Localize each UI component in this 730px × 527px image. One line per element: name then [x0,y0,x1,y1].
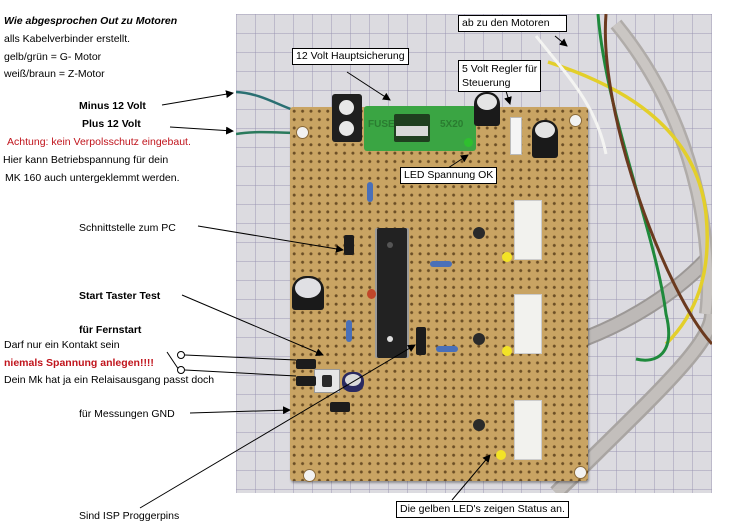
voltage-regulator [510,117,522,155]
notes-line-2: gelb/grün = G- Motor [4,51,102,63]
capacitor-large [292,276,324,310]
isp-label: Sind ISP Proggerpins [79,510,180,522]
relay [514,400,542,460]
notes-title: Wie abgesprochen Out zu Motoren [4,15,178,27]
callout-regulator-line-2: Steuerung [462,77,511,89]
terminal-screw [339,121,354,136]
plus-12v-label: Plus 12 Volt [82,118,141,130]
switch-contact [177,351,185,359]
minus-12v-label: Minus 12 Volt [79,100,146,112]
mounting-hole [574,466,587,479]
relay-note: Dein Mk hat ja ein Relaisausgang passt d… [4,374,215,386]
transistor [473,419,485,431]
status-led [496,450,506,460]
remote-start-label: für Fernstart [79,324,142,336]
start-push-button [314,369,340,393]
gnd-label: für Messungen GND [79,408,175,420]
pc-interface-label: Schnittstelle zum PC [79,222,176,234]
fuse-text: FUSE [368,119,395,130]
resistor [346,320,352,342]
gnd-header [330,402,350,412]
polarity-warning: Achtung: kein Verpolsschutz eingebaut. [7,136,191,148]
capacitor [532,120,558,158]
capacitor-small [342,372,364,392]
yellow-wire [547,60,709,346]
notes-line-3: weiß/braun = Z-Motor [4,68,105,80]
remote-start-header [296,376,316,386]
remote-start-header [296,359,316,369]
resistor [436,346,458,352]
callout-regulator-line-1: 5 Volt Regler für [462,63,538,75]
pc-interface-header [344,235,354,255]
callout-fuse: 12 Volt Hauptsicherung [292,48,409,65]
fuse-rating-text: 5X20 [440,119,464,130]
mounting-hole [296,126,309,139]
arrow-minus-12v [161,90,234,106]
isp-header [416,327,426,355]
switch-symbol-lever [166,351,182,374]
relay [514,200,542,260]
status-led [502,346,512,356]
terminal-block [332,94,362,142]
transistor [473,227,485,239]
callout-motors: ab zu den Motoren [458,15,567,32]
white-wire [534,35,608,155]
led-power-ok [464,138,473,147]
fuse-window [394,114,430,142]
terminal-screw [339,100,354,115]
supply-note-1: Hier kann Betriebspannung für dein [3,154,169,166]
callout-led-ok: LED Spannung OK [400,167,498,184]
relay [514,294,542,354]
switch-contact [177,366,185,374]
notes-line-1: alls Kabelverbinder erstellt. [4,33,131,45]
callout-status-leds: Die gelben LED's zeigen Status an. [396,501,569,518]
callout-regulator: 5 Volt Regler für Steuerung [458,60,542,92]
ceramic-capacitor [367,289,376,299]
fuse-cartridge [396,126,428,136]
status-led [502,252,512,262]
fuse-holder: FUSE 5X20 [364,106,476,151]
supply-note-2: MK 160 auch untergeklemmt werden. [5,172,180,184]
arrow-plus-12v [169,126,234,135]
brown-wire [603,14,712,346]
resistor [430,261,452,267]
no-voltage-warning: niemals Spannung anlegen!!!! [4,357,154,369]
mounting-hole [303,469,316,482]
capacitor [474,92,500,126]
mounting-hole [569,114,582,127]
transistor [473,333,485,345]
resistor [367,182,373,202]
pcb-stripboard [290,107,588,481]
microcontroller-ic [377,228,407,358]
start-button-label: Start Taster Test [79,290,161,302]
contact-note: Darf nur ein Kontakt sein [4,339,120,351]
